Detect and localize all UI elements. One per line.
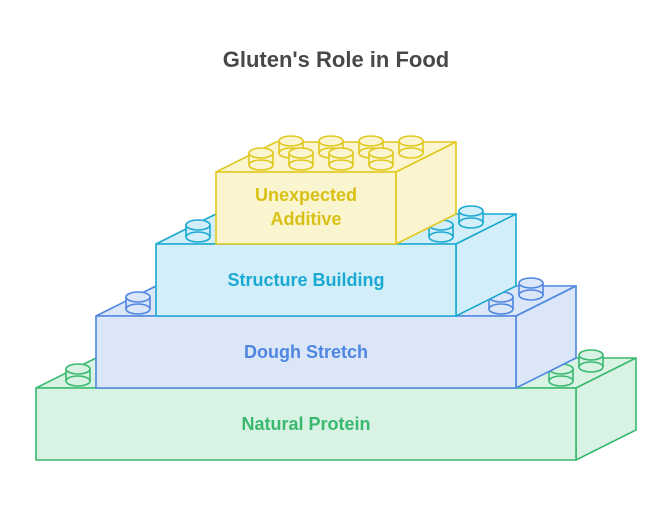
page-title: Gluten's Role in Food [222,47,450,72]
stud [328,147,354,171]
stud [185,219,211,243]
stud [518,277,544,301]
brick-dough-stretch-front [95,315,517,389]
stud [288,147,314,171]
stud [125,291,151,315]
stud [368,147,394,171]
studs-structure-building [185,205,484,243]
stud [428,219,454,243]
studs-natural-protein [65,349,604,387]
stud [578,349,604,373]
stud [458,205,484,229]
stud [248,147,274,171]
stud [65,363,91,387]
studs-dough-stretch [125,277,544,315]
brick-unexpected-additive-front [215,171,397,245]
brick-dough-stretch-label: Dough Stretch [244,342,368,362]
stud [398,135,424,159]
stud [278,135,304,159]
brick-natural-protein-front [35,387,577,461]
brick-structure-building-front [155,243,457,317]
brick-structure-building-label: Structure Building [228,270,385,290]
brick-natural-protein-label: Natural Protein [241,414,370,434]
studs-unexpected-additive [248,135,424,171]
